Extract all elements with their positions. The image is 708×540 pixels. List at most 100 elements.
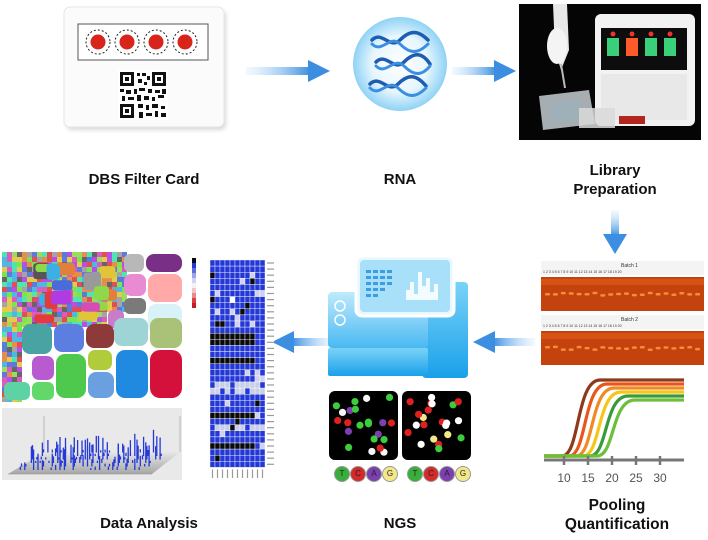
base-circle: G [455, 466, 471, 482]
heatmap-cell [224, 430, 231, 438]
heatmap-cell [254, 454, 261, 462]
heatmap-cell [254, 406, 261, 413]
heatmap-cell [214, 375, 221, 383]
heatmap-cell [244, 375, 251, 383]
heatmap-cell [249, 436, 256, 444]
cluster-dot [344, 427, 353, 435]
cluster-dot [351, 397, 359, 406]
heatmap-legend-swatch [192, 278, 196, 283]
heatmap-cell [209, 369, 216, 377]
heatmap-cell [219, 320, 226, 328]
heatmap-cell [214, 308, 221, 316]
heatmap-cell [239, 345, 246, 352]
heatmap-cell [259, 308, 266, 316]
heatmap-cell [214, 412, 221, 419]
heatmap-cell [219, 406, 226, 413]
heatmap-cell [249, 448, 256, 456]
heatmap-cell [214, 387, 221, 395]
heatmap-cell [214, 381, 221, 389]
cluster-dot [444, 431, 452, 439]
cluster-dot [332, 402, 340, 410]
heatmap-cell [229, 278, 236, 285]
heatmap-cell [229, 418, 236, 425]
heatmap-cell [214, 448, 221, 456]
heatmap-cell [259, 448, 266, 456]
svg-text:1 2 3 4 5 6 7 8 9 10: 1 2 3 4 5 6 7 8 9 10 11 12 13 14 15 16 1… [543, 324, 622, 328]
heatmap-cell [254, 259, 261, 267]
heatmap-cell [239, 272, 246, 279]
heatmap-cell [214, 290, 221, 297]
heatmap-cell [239, 375, 246, 383]
heatmap-cell [244, 418, 251, 425]
heatmap-cell [224, 332, 231, 340]
heatmap-cell [214, 369, 221, 377]
heatmap-cell [239, 302, 246, 310]
rna-icon [350, 14, 450, 114]
heatmap-cell [209, 412, 216, 419]
heatmap-cell [209, 351, 216, 358]
heatmap-cell [224, 278, 231, 285]
heatmap-cell [214, 418, 221, 425]
heatmap-cell [249, 259, 256, 267]
heatmap-cell [259, 400, 266, 407]
heatmap-cell [229, 290, 236, 297]
heatmap-cell [234, 412, 241, 419]
heatmap-cell [219, 363, 226, 370]
ngs-flowcell-left [329, 391, 398, 460]
heatmap-cell [224, 369, 231, 377]
heatmap-cell [249, 284, 256, 291]
heatmap-cell [229, 357, 236, 364]
heatmap-cell [229, 320, 236, 328]
heatmap-cell [249, 369, 256, 377]
heatmap-cell [229, 351, 236, 358]
heatmap-cell [254, 339, 261, 346]
step-label-library-line2: Preparation [573, 181, 657, 198]
cluster-dot [334, 416, 342, 425]
heatmap-cell [214, 363, 221, 370]
heatmap-cell [219, 259, 226, 267]
heatmap-cell [239, 259, 246, 267]
heatmap-cell [219, 442, 226, 450]
heatmap-cell [244, 424, 251, 431]
heatmap-cell [249, 412, 256, 419]
treemap-visualization [2, 252, 182, 402]
qpcr-curve [544, 386, 684, 458]
heatmap-cell [209, 357, 216, 364]
heatmap-cell [229, 454, 236, 462]
heatmap-cell [244, 387, 251, 395]
gel-electrophoresis-image: Batch 1 1 2 3 4 5 6 7 8 9 10 11 12 13 14… [541, 257, 704, 367]
heatmap-cell [229, 387, 236, 395]
heatmap-legend-swatch [192, 288, 196, 293]
heatmap-legend-swatch [192, 303, 196, 308]
heatmap-cell [249, 418, 256, 425]
heatmap-cell [244, 296, 251, 303]
heatmap-cell [259, 351, 266, 358]
heatmap-cell [214, 320, 221, 328]
heatmap-cell [254, 369, 261, 377]
heatmap-cell [219, 436, 226, 444]
heatmap-cell [219, 278, 226, 285]
heatmap-cell [214, 393, 221, 401]
heatmap-cell [209, 278, 216, 285]
heatmap-cell [254, 363, 261, 370]
heatmap-cell [209, 339, 216, 346]
heatmap-cell [234, 265, 241, 273]
heatmap-cell [209, 430, 216, 438]
cluster-dot [351, 405, 359, 413]
heatmap-cell [209, 381, 216, 389]
heatmap-cell [234, 259, 241, 267]
heatmap-cell [239, 454, 246, 462]
heatmap-cell [244, 290, 251, 297]
heatmap-cell [249, 454, 256, 462]
heatmap [190, 252, 274, 478]
heatmap-cell [224, 436, 231, 444]
heatmap-cell [254, 320, 261, 328]
heatmap-cell [224, 345, 231, 352]
step-label-pooling-line1: Pooling [588, 497, 646, 514]
heatmap-cell [254, 461, 261, 468]
cluster-dot [406, 398, 414, 406]
heatmap-cell [259, 430, 266, 438]
heatmap-cell [234, 351, 241, 358]
heatmap-cell [239, 357, 246, 364]
heatmap-cell [259, 393, 266, 401]
